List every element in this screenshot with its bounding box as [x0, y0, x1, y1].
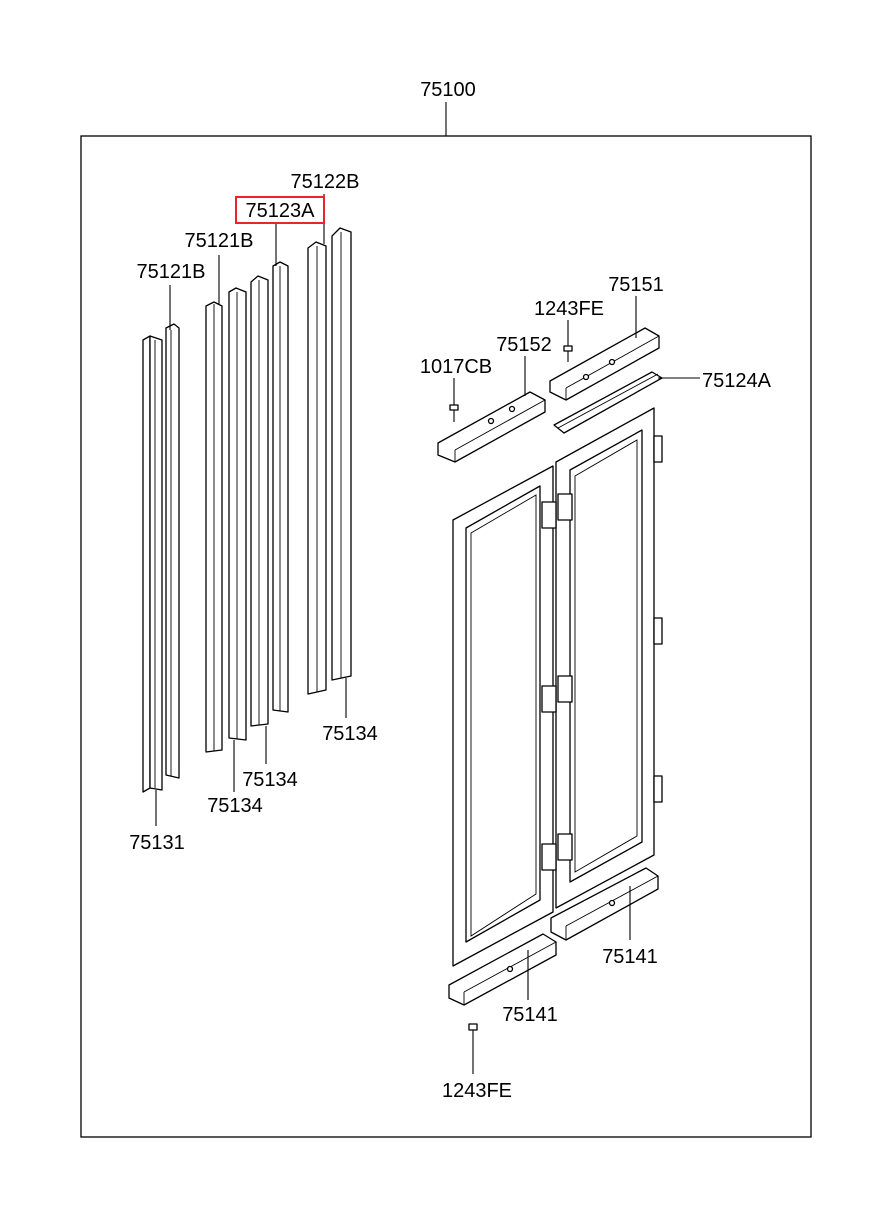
door-panel-right[interactable] — [555, 407, 655, 909]
strip-75131[interactable] — [142, 323, 180, 793]
callout-75121b-upper[interactable]: 75121B — [185, 230, 254, 252]
strip-75123a[interactable] — [250, 261, 289, 727]
door-panel-left[interactable] — [452, 465, 554, 967]
callout-1243fe-bottom[interactable]: 1243FE — [442, 1080, 512, 1102]
callout-1243fe-top[interactable]: 1243FE — [534, 298, 604, 320]
callout-75151[interactable]: 75151 — [608, 274, 664, 296]
assembly-frame — [80, 135, 812, 1138]
callout-75141-left[interactable]: 75141 — [502, 1004, 558, 1026]
callout-75121b-lower[interactable]: 75121B — [137, 261, 206, 283]
rail-75151[interactable] — [549, 327, 660, 401]
hinge[interactable] — [541, 435, 663, 871]
highlight-box — [235, 196, 325, 224]
callout-1017cb[interactable]: 1017CB — [420, 356, 492, 378]
callout-75141-right[interactable]: 75141 — [602, 946, 658, 968]
bottom-rail-75141-left[interactable] — [448, 933, 557, 1006]
screw-1243fe-bottom[interactable] — [468, 1023, 478, 1044]
screw-1017cb[interactable] — [449, 404, 459, 422]
callout-75131[interactable]: 75131 — [129, 832, 185, 854]
callout-75134-left[interactable]: 75134 — [207, 795, 263, 817]
strip-75121b-lower[interactable] — [205, 287, 247, 753]
screw-1243fe-top[interactable] — [563, 345, 573, 362]
bracket-75152[interactable] — [437, 391, 546, 463]
callout-75122b[interactable]: 75122B — [291, 171, 360, 193]
callout-75134-right[interactable]: 75134 — [322, 723, 378, 745]
callout-75134-mid[interactable]: 75134 — [242, 769, 298, 791]
callout-75124a[interactable]: 75124A — [702, 370, 772, 392]
callout-75123a[interactable]: 75123A — [246, 200, 316, 222]
callout-75152[interactable]: 75152 — [496, 334, 552, 356]
assembly-label[interactable]: 75100 — [420, 79, 476, 101]
strip-75122b[interactable] — [307, 227, 352, 695]
bottom-rail-75141-right[interactable] — [550, 867, 659, 941]
